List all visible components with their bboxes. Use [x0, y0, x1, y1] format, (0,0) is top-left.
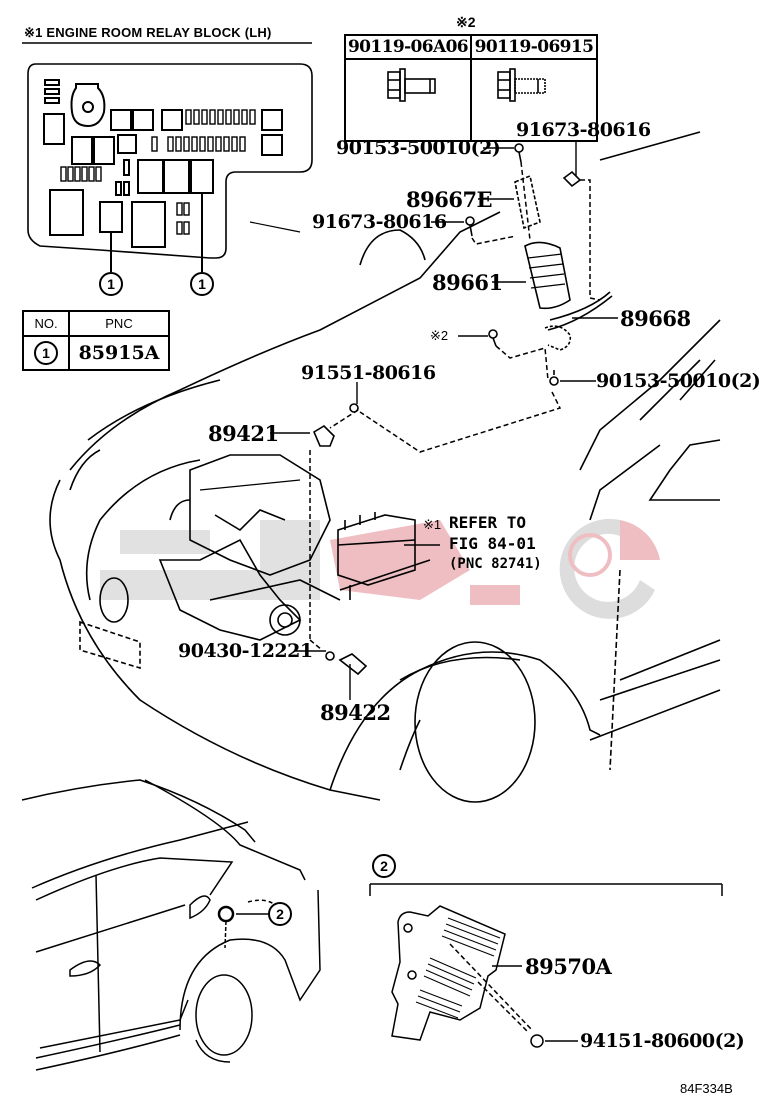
vehicle-rear-view [21, 779, 321, 1071]
part-label-94151-80600[interactable]: 94151-80600(2) [580, 1030, 745, 1052]
part-label-91673-80616-mid[interactable]: 91673-80616 [312, 211, 447, 233]
callout-1-relay-a[interactable]: 1 [99, 272, 123, 296]
assembly-guide-lines [309, 161, 601, 651]
part-label-89661[interactable]: 89661 [432, 270, 503, 295]
vehicle-front-view [49, 131, 721, 803]
callout-2-detail: 2 [372, 854, 396, 878]
part-label-91551-80616[interactable]: 91551-80616 [301, 362, 436, 384]
module-89570A-drawing [391, 905, 578, 1048]
watermark-logo [100, 518, 660, 619]
refer-note-line-1: REFER TO [449, 513, 527, 532]
part-label-89570A[interactable]: 89570A [525, 954, 612, 979]
part-label-90153-50010-bottom[interactable]: 90153-50010(2) [596, 370, 760, 392]
relay-block-title: ※1 ENGINE ROOM RELAY BLOCK (LH) [24, 25, 272, 40]
module-assembly [312, 143, 613, 676]
part-label-90430-12221[interactable]: 90430-12221 [178, 640, 313, 662]
refer-note-marker: ※1 [423, 517, 442, 532]
bolt-table: 90119-06A06 90119-06915 [344, 34, 598, 142]
pnc-table-header-no: NO. [22, 310, 70, 337]
note-2-marker: ※2 [430, 328, 449, 343]
part-label-89668[interactable]: 89668 [620, 306, 691, 331]
bolt-table-note: ※2 [456, 14, 476, 30]
part-label-89422[interactable]: 89422 [320, 700, 391, 725]
leader-lines [270, 140, 618, 700]
callout-2-rear[interactable]: 2 [268, 902, 292, 926]
callout-1-relay-b[interactable]: 1 [190, 272, 214, 296]
refer-note-link[interactable]: FIG 84-01 [449, 534, 536, 553]
table-row: 1 85915A [22, 335, 170, 371]
bolt-part-90119-06A06[interactable]: 90119-06A06 [344, 34, 472, 60]
bolt-cell-a [344, 58, 472, 142]
pnc-table-header-pnc: PNC [68, 310, 170, 337]
bolt-part-90119-06915[interactable]: 90119-06915 [470, 34, 598, 60]
part-label-90153-50010-top[interactable]: 90153-50010(2) [336, 137, 501, 159]
pnc-row-number: 1 [34, 341, 58, 365]
figure-code: 84F334B [680, 1081, 733, 1096]
pnc-table: NO. PNC 1 85915A [22, 310, 170, 371]
part-label-89667E[interactable]: 89667E [406, 187, 493, 212]
pnc-row-value[interactable]: 85915A [68, 335, 170, 371]
bolt-cell-b [470, 58, 598, 142]
part-label-89421[interactable]: 89421 [208, 421, 279, 446]
relay-block-drawing [27, 63, 313, 272]
part-label-91673-80616-top[interactable]: 91673-80616 [516, 119, 651, 141]
refer-note-pnc: (PNC 82741) [449, 556, 542, 572]
